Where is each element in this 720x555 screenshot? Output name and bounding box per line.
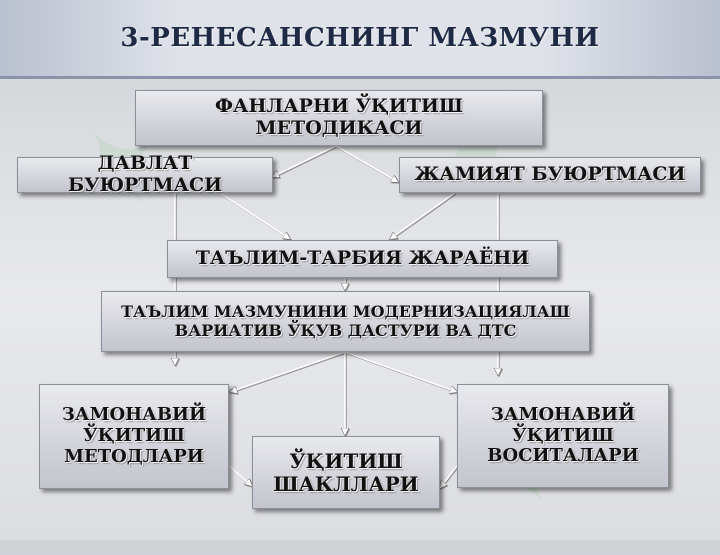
title-bar: 3-РЕНЕСАНСНИНГ МАЗМУНИ xyxy=(0,0,720,79)
box-state-order: ДАВЛАТ БУЮРТМАСИ xyxy=(17,152,273,196)
box-modern-methods: ЗАМОНАВИЙ ЎҚИТИШ МЕТОДЛАРИ xyxy=(39,384,229,489)
arrow-modernization-to-tools xyxy=(344,351,457,392)
arrow-top-to-state xyxy=(272,145,337,177)
box-teaching-methodology: ФАНЛАРНИ ЎҚИТИШ МЕТОДИКАСИ xyxy=(135,90,543,146)
arrow-modernization-to-methods xyxy=(230,351,346,392)
box-teaching-forms: ЎҚИТИШ ШАКЛЛАРИ xyxy=(252,436,440,509)
arrow-methods-to-forms xyxy=(228,465,252,486)
arrow-state-to-process xyxy=(219,192,290,239)
box-modern-tools: ЗАМОНАВИЙ ЎҚИТИШ ВОСИТАЛАРИ xyxy=(457,384,669,488)
page-title: 3-РЕНЕСАНСНИНГ МАЗМУНИ xyxy=(120,23,600,53)
arrow-society-to-process xyxy=(390,192,456,239)
box-education-process: ТАЪЛИМ-ТАРБИЯ ЖАРАЁНИ xyxy=(167,240,558,278)
arrow-top-to-society xyxy=(335,145,398,182)
arrow-tools-to-forms xyxy=(440,465,458,488)
box-modernization: ТАЪЛИМ МАЗМУНИНИ МОДЕРНИЗАЦИЯЛАШ ВАРИАТИ… xyxy=(101,291,590,352)
box-society-order: ЖАМИЯТ БУЮРТМАСИ xyxy=(399,157,701,193)
